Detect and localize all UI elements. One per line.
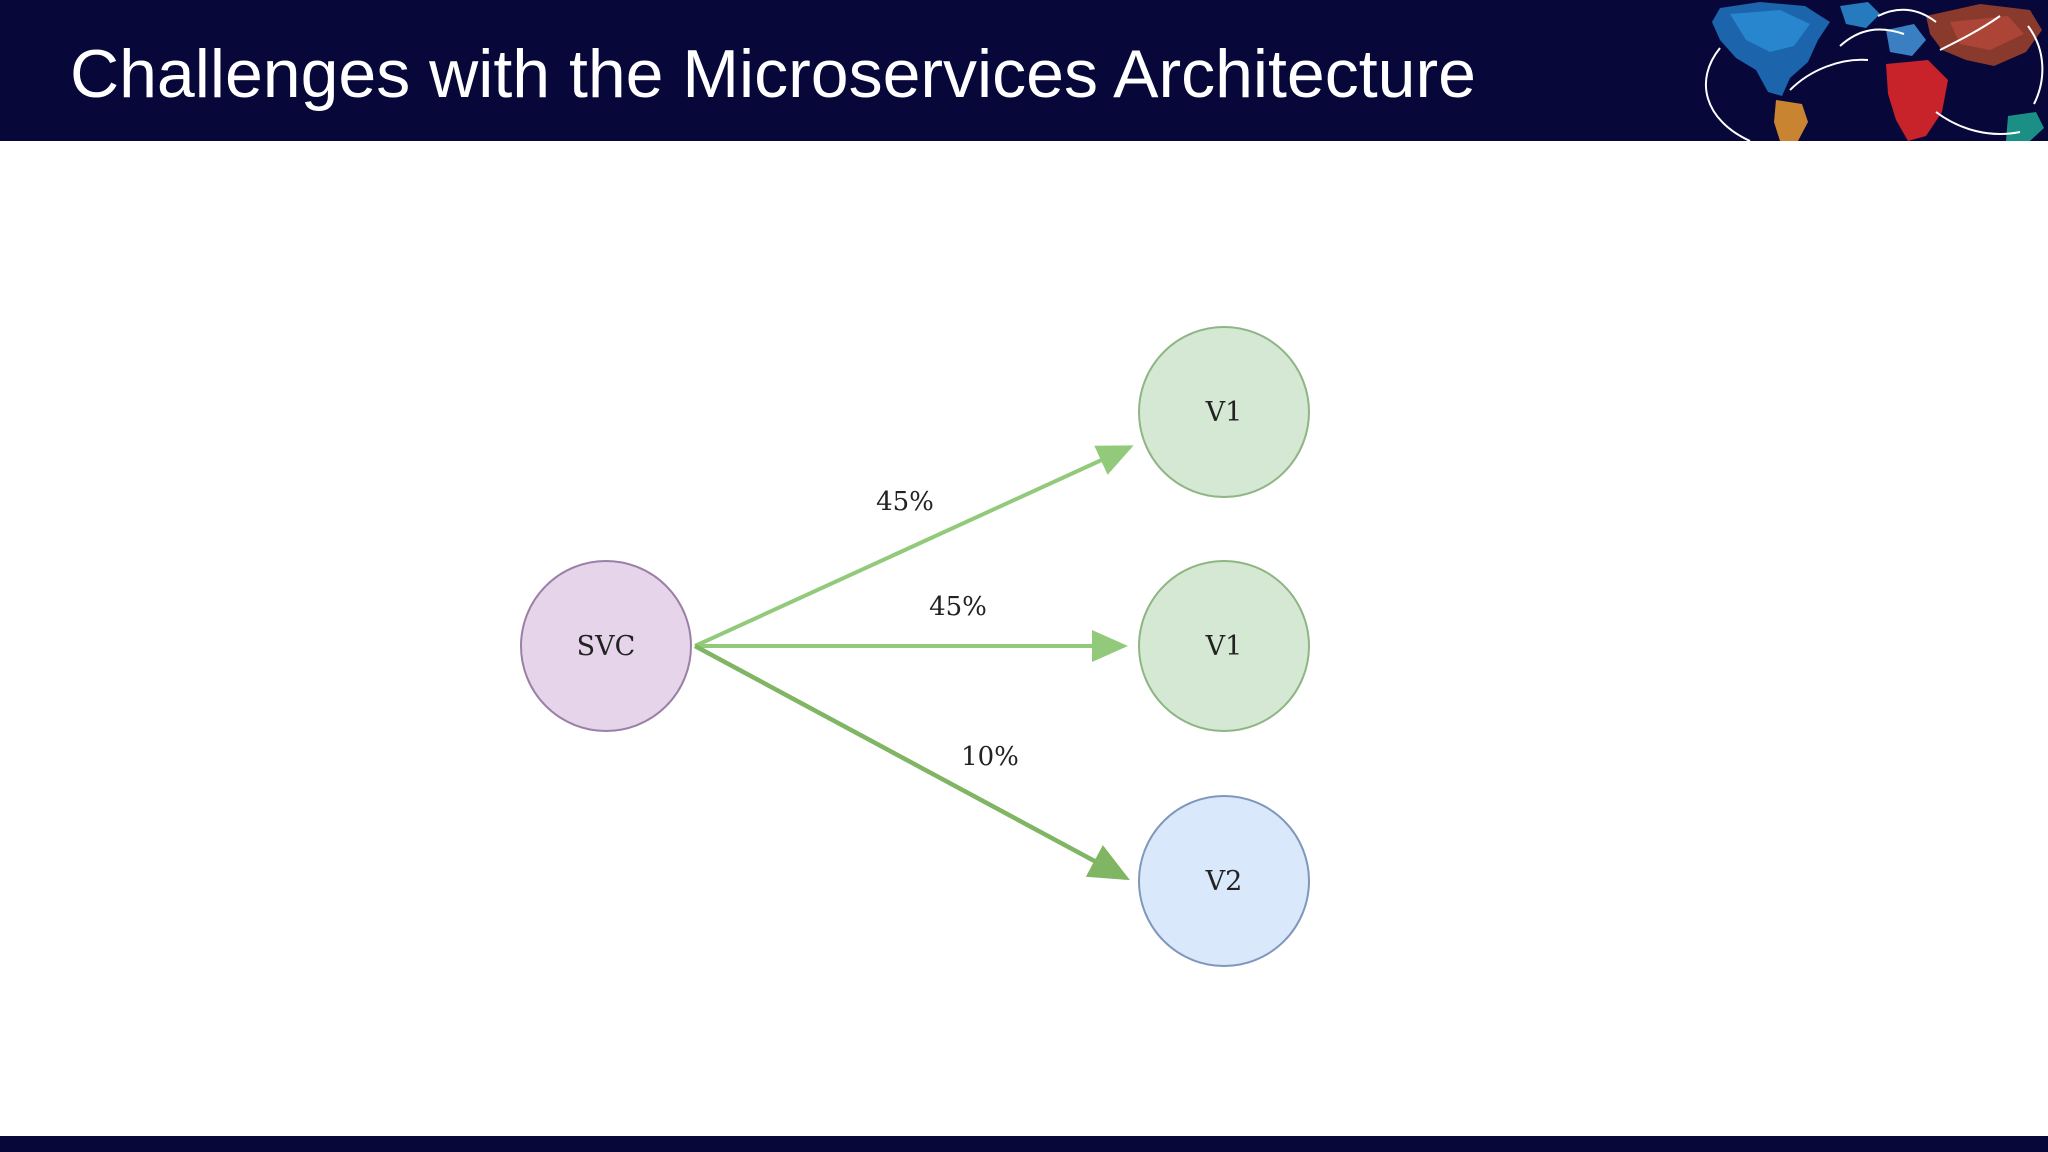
node-v1-top-circle: [1138, 326, 1310, 498]
node-v1-middle-label: V1: [1205, 631, 1243, 662]
edge-label-v1-middle: 45%: [929, 592, 987, 622]
node-v1-top: V1: [1138, 326, 1310, 498]
node-v2-label: V2: [1205, 866, 1243, 897]
slide-title: Challenges with the Microservices Archit…: [70, 36, 1476, 112]
footer-bar: [0, 1136, 2048, 1152]
edge-label-v1-top: 45%: [876, 487, 934, 517]
node-svc-label: SVC: [577, 631, 636, 662]
edge-svc-to-v1-top: [694, 445, 1134, 648]
node-svc: SVC: [520, 560, 692, 732]
node-v1-middle-circle: [1138, 560, 1310, 732]
world-map-icon: [1705, 2, 2044, 141]
node-svc-circle: [520, 560, 692, 732]
node-v2-circle: [1138, 795, 1310, 967]
node-v1-middle: V1: [1138, 560, 1310, 732]
edge-label-v2: 10%: [961, 742, 1019, 772]
node-v2: V2: [1138, 795, 1310, 967]
edge-svc-to-v2: [693, 644, 1130, 881]
node-v1-top-label: V1: [1205, 397, 1243, 428]
header-bar: Challenges with the Microservices Archit…: [0, 0, 2048, 141]
traffic-split-diagram: 45% 45% 10% SVC V1 V1 V2: [520, 326, 1310, 967]
